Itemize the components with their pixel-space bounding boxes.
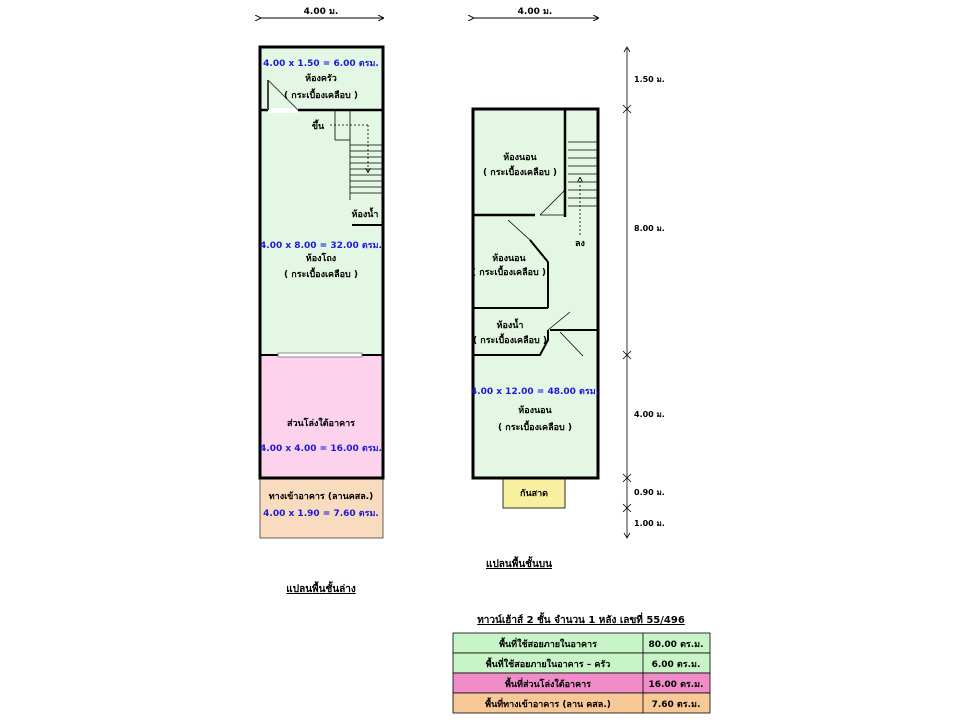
dim-8-00: 8.00 ม.: [634, 224, 665, 233]
ground-floor-title: แปลนพื้นชั้นล่าง: [286, 581, 356, 595]
dim-4-00: 4.00 ม.: [634, 410, 665, 419]
upper-stairs-icon: [568, 141, 598, 235]
upper-floor-title: แปลนพื้นชั้นบน: [486, 556, 552, 570]
bedroom2-label: ห้องนอน: [492, 253, 526, 264]
open-space-label: ส่วนโล่งใต้อาคาร: [287, 417, 355, 429]
summary-title: ทาวน์เฮ้าส์ 2 ชั้น จำนวน 1 หลัง เลขที่ 5…: [477, 612, 685, 626]
summary-row-value: 16.00 ตร.ม.: [648, 680, 703, 690]
stairs-up-label: ขึ้น: [312, 119, 325, 132]
summary-row: พื้นที่ส่วนโล่งใต้อาคาร 16.00 ตร.ม.: [452, 672, 711, 694]
upper-bathroom-label: ห้องน้ำ: [497, 318, 524, 331]
bedroom3-label: ห้องนอน: [518, 405, 552, 416]
summary-row-value: 6.00 ตร.ม.: [652, 660, 701, 670]
summary-row-label: พื้นที่ใช้สอยภายในอาคาร: [499, 637, 597, 650]
ground-floor-plan: 4.00 x 1.50 = 6.00 ตรม. ห้องครัว ( กระเบ…: [258, 45, 385, 539]
upper-floor-plan: ห้องนอน ( กระเบื้องเคลือบ ) ลง ห้องนอน (…: [471, 107, 600, 509]
dim-1-00: 1.00 ม.: [634, 519, 665, 528]
summary-row-label: พื้นที่ส่วนโล่งใต้อาคาร: [505, 677, 591, 690]
upper-width-dimension: 4.00 ม.: [473, 7, 598, 18]
upper-bathroom-floor-label: ( กระเบื้องเคลือบ ): [473, 333, 547, 346]
kitchen-hall-area: [260, 47, 383, 355]
dim-1-50: 1.50 ม.: [634, 75, 665, 84]
summary-row: พื้นที่ใช้สอยภายในอาคาร 80.00 ตร.ม.: [452, 632, 711, 654]
stairs-icon: [330, 110, 383, 226]
hall-label: ห้องโถง: [306, 252, 336, 264]
open-space-area: [260, 355, 383, 478]
canopy-label: กันสาด: [520, 488, 548, 499]
bedroom1-floor-label: ( กระเบื้องเคลือบ ): [483, 165, 557, 178]
bedroom1-label: ห้องนอน: [503, 152, 537, 163]
bedroom3-floor-label: ( กระเบื้องเคลือบ ): [498, 420, 572, 433]
hall-floor-label: ( กระเบื้องเคลือบ ): [284, 267, 358, 280]
summary-row-background: [452, 692, 711, 714]
summary-row-value: 7.60 ตร.ม.: [652, 700, 701, 710]
entrance-area-text: 4.00 x 1.90 = 7.60 ตรม.: [263, 509, 379, 519]
kitchen-floor-label: ( กระเบื้องเคลือบ ): [284, 88, 358, 101]
bedroom2-floor-label: ( กระเบื้องเคลือบ ): [472, 265, 546, 278]
ground-width-label: 4.00 ม.: [304, 7, 339, 17]
ground-bathroom-label: ห้องน้ำ: [352, 207, 379, 220]
dim-0-90: 0.90 ม.: [634, 488, 665, 497]
kitchen-label: ห้องครัว: [305, 73, 337, 84]
summary-row: พื้นที่ใช้สอยภายในอาคาร – ครัว 6.00 ตร.ม.: [452, 652, 711, 674]
entrance-area: [259, 477, 384, 539]
hall-area-text: 4.00 x 8.00 = 32.00 ตรม.: [260, 241, 382, 251]
ground-width-dimension: 4.00 ม.: [260, 7, 383, 18]
canopy: [502, 477, 566, 509]
upper-area-text: 4.00 x 12.00 = 48.00 ตรม.: [471, 387, 599, 397]
upper-width-label: 4.00 ม.: [518, 7, 553, 17]
height-dimensions: [622, 46, 632, 539]
entrance-label: ทางเข้าอาคาร (ลานคสล.): [269, 491, 374, 502]
kitchen-area-text: 4.00 x 1.50 = 6.00 ตรม.: [263, 59, 379, 69]
summary-row-value: 80.00 ตร.ม.: [648, 640, 703, 650]
stairs-down-label: ลง: [575, 239, 585, 249]
summary-row: พื้นที่ทางเข้าอาคาร (ลาน คสล.) 7.60 ตร.ม.: [452, 692, 711, 714]
summary-row-label: พื้นที่ใช้สอยภายในอาคาร – ครัว: [486, 657, 611, 670]
summary-row-label: พื้นที่ทางเข้าอาคาร (ลาน คสล.): [485, 697, 611, 710]
open-space-area-text: 4.00 x 4.00 = 16.00 ตรม.: [260, 444, 382, 454]
